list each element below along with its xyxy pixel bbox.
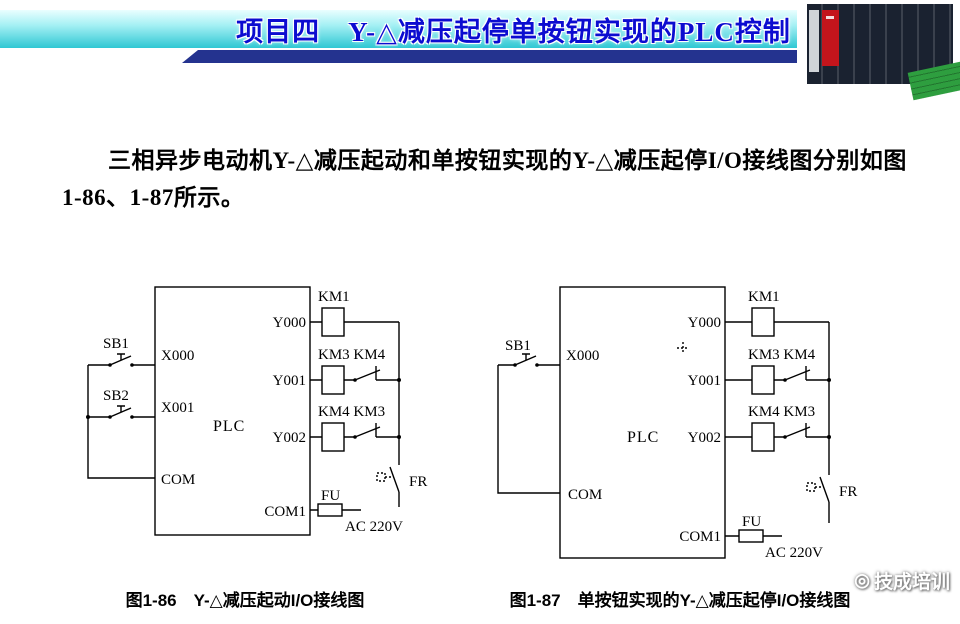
- label-x000: X000: [161, 348, 194, 364]
- junction-dot: [108, 363, 112, 367]
- label-com: COM: [568, 487, 602, 503]
- label-ac-220v: AC 220V: [765, 545, 823, 561]
- label-fu: FU: [321, 488, 340, 504]
- fr-contact-blade: [389, 466, 400, 493]
- input-circuit: [86, 353, 155, 479]
- plc-box: [559, 286, 726, 559]
- label-x001: X001: [161, 400, 194, 416]
- ac-terminal: [783, 533, 789, 539]
- ac-terminal: [362, 507, 368, 513]
- label-plc: PLC: [627, 429, 659, 446]
- label-com1: COM1: [679, 529, 721, 545]
- ac-terminal: [826, 524, 832, 530]
- junction-dot: [353, 435, 357, 439]
- label-km4-km3: KM4 KM3: [748, 404, 815, 420]
- plc-box: [154, 286, 311, 536]
- label-sb1: SB1: [103, 336, 129, 352]
- junction-dot: [397, 378, 401, 382]
- label-ac-220v: AC 220V: [345, 519, 403, 535]
- junction-dot: [130, 363, 134, 367]
- junction-dot: [353, 378, 357, 382]
- crosshair-mark-icon: [677, 342, 689, 354]
- fu-fuse: [738, 529, 764, 543]
- junction-dot: [783, 378, 787, 382]
- label-y000: Y000: [688, 315, 721, 331]
- label-fr: FR: [839, 484, 857, 500]
- fr-thermal-element: [806, 482, 816, 492]
- label-sb2: SB2: [103, 388, 129, 404]
- label-km1: KM1: [748, 289, 780, 305]
- figure-1-86-diagram: SB1 SB2 X000 X001 COM PLC Y000 Y001 Y002…: [86, 286, 427, 536]
- output-circuit: [310, 307, 402, 517]
- figure-1-87-diagram: SB1 X000 COM PLC Y000 Y001 Y002 COM1 KM1…: [497, 286, 857, 561]
- junction-dot: [783, 435, 787, 439]
- input-wires: [497, 364, 560, 494]
- label-fr: FR: [409, 474, 427, 490]
- junction-dot: [827, 435, 831, 439]
- header-band: 项目四 Y-△减压起停单按钮实现的PLC控制: [0, 10, 797, 48]
- junction-dot: [130, 415, 134, 419]
- km1-coil: [321, 307, 345, 337]
- label-km1: KM1: [318, 289, 350, 305]
- slide-title: 项目四 Y-△减压起停单按钮实现的PLC控制: [236, 16, 791, 47]
- label-y001: Y001: [273, 373, 306, 389]
- junction-dot: [108, 415, 112, 419]
- plc-device-photo: [797, 0, 960, 101]
- label-com1: COM1: [264, 504, 306, 520]
- label-plc: PLC: [213, 418, 245, 435]
- input-circuit: [497, 353, 560, 494]
- brand-watermark-text: 技成培训: [873, 572, 950, 593]
- km3-coil: [751, 365, 775, 395]
- label-sb1: SB1: [505, 338, 531, 354]
- junction-dot: [535, 363, 539, 367]
- input-wires: [87, 364, 155, 479]
- figure-1-87-caption: 图1-87 单按钮实现的Y-△减压起停I/O接线图: [509, 591, 851, 610]
- junction-dot: [827, 378, 831, 382]
- plc-red-module: [822, 10, 839, 66]
- label-y002: Y002: [273, 430, 306, 446]
- sb2-button-stem: [117, 405, 125, 412]
- sb1-button-blade: [514, 355, 537, 366]
- label-km4-km3: KM4 KM3: [318, 404, 385, 420]
- sb1-button-stem: [522, 353, 530, 360]
- brand-watermark: ◎ 技成培训: [854, 567, 950, 594]
- sb1-button-stem: [117, 353, 125, 360]
- km3-coil: [321, 365, 345, 395]
- figure-1-86-caption: 图1-86 Y-△减压起动I/O接线图: [125, 591, 365, 610]
- junction-dot: [86, 415, 90, 419]
- fu-fuse: [317, 503, 343, 517]
- label-y000: Y000: [273, 315, 306, 331]
- sb2-button-blade: [109, 407, 132, 418]
- label-km3-km4: KM3 KM4: [748, 347, 816, 363]
- junction-dot: [513, 363, 517, 367]
- fr-thermal-element: [376, 472, 386, 482]
- intro-paragraph: 三相异步电动机Y-△减压起动和单按钮实现的Y-△减压起停I/O接线图分别如图1-…: [62, 148, 907, 210]
- label-com: COM: [161, 472, 195, 488]
- label-y001: Y001: [688, 373, 721, 389]
- plc-power-module: [809, 10, 819, 72]
- sb1-button-blade: [109, 355, 132, 366]
- km4-coil: [321, 422, 345, 452]
- fr-contact-blade: [819, 476, 830, 503]
- label-km3-km4: KM3 KM4: [318, 347, 386, 363]
- brand-logo-icon: ◎: [854, 570, 870, 590]
- km4-coil: [751, 422, 775, 452]
- ac-terminal: [396, 507, 402, 513]
- label-fu: FU: [742, 514, 761, 530]
- km1-coil: [751, 307, 775, 337]
- junction-dot: [397, 435, 401, 439]
- label-y002: Y002: [688, 430, 721, 446]
- output-circuit: [725, 307, 832, 543]
- label-x000: X000: [566, 348, 599, 364]
- header-strip: [182, 50, 797, 63]
